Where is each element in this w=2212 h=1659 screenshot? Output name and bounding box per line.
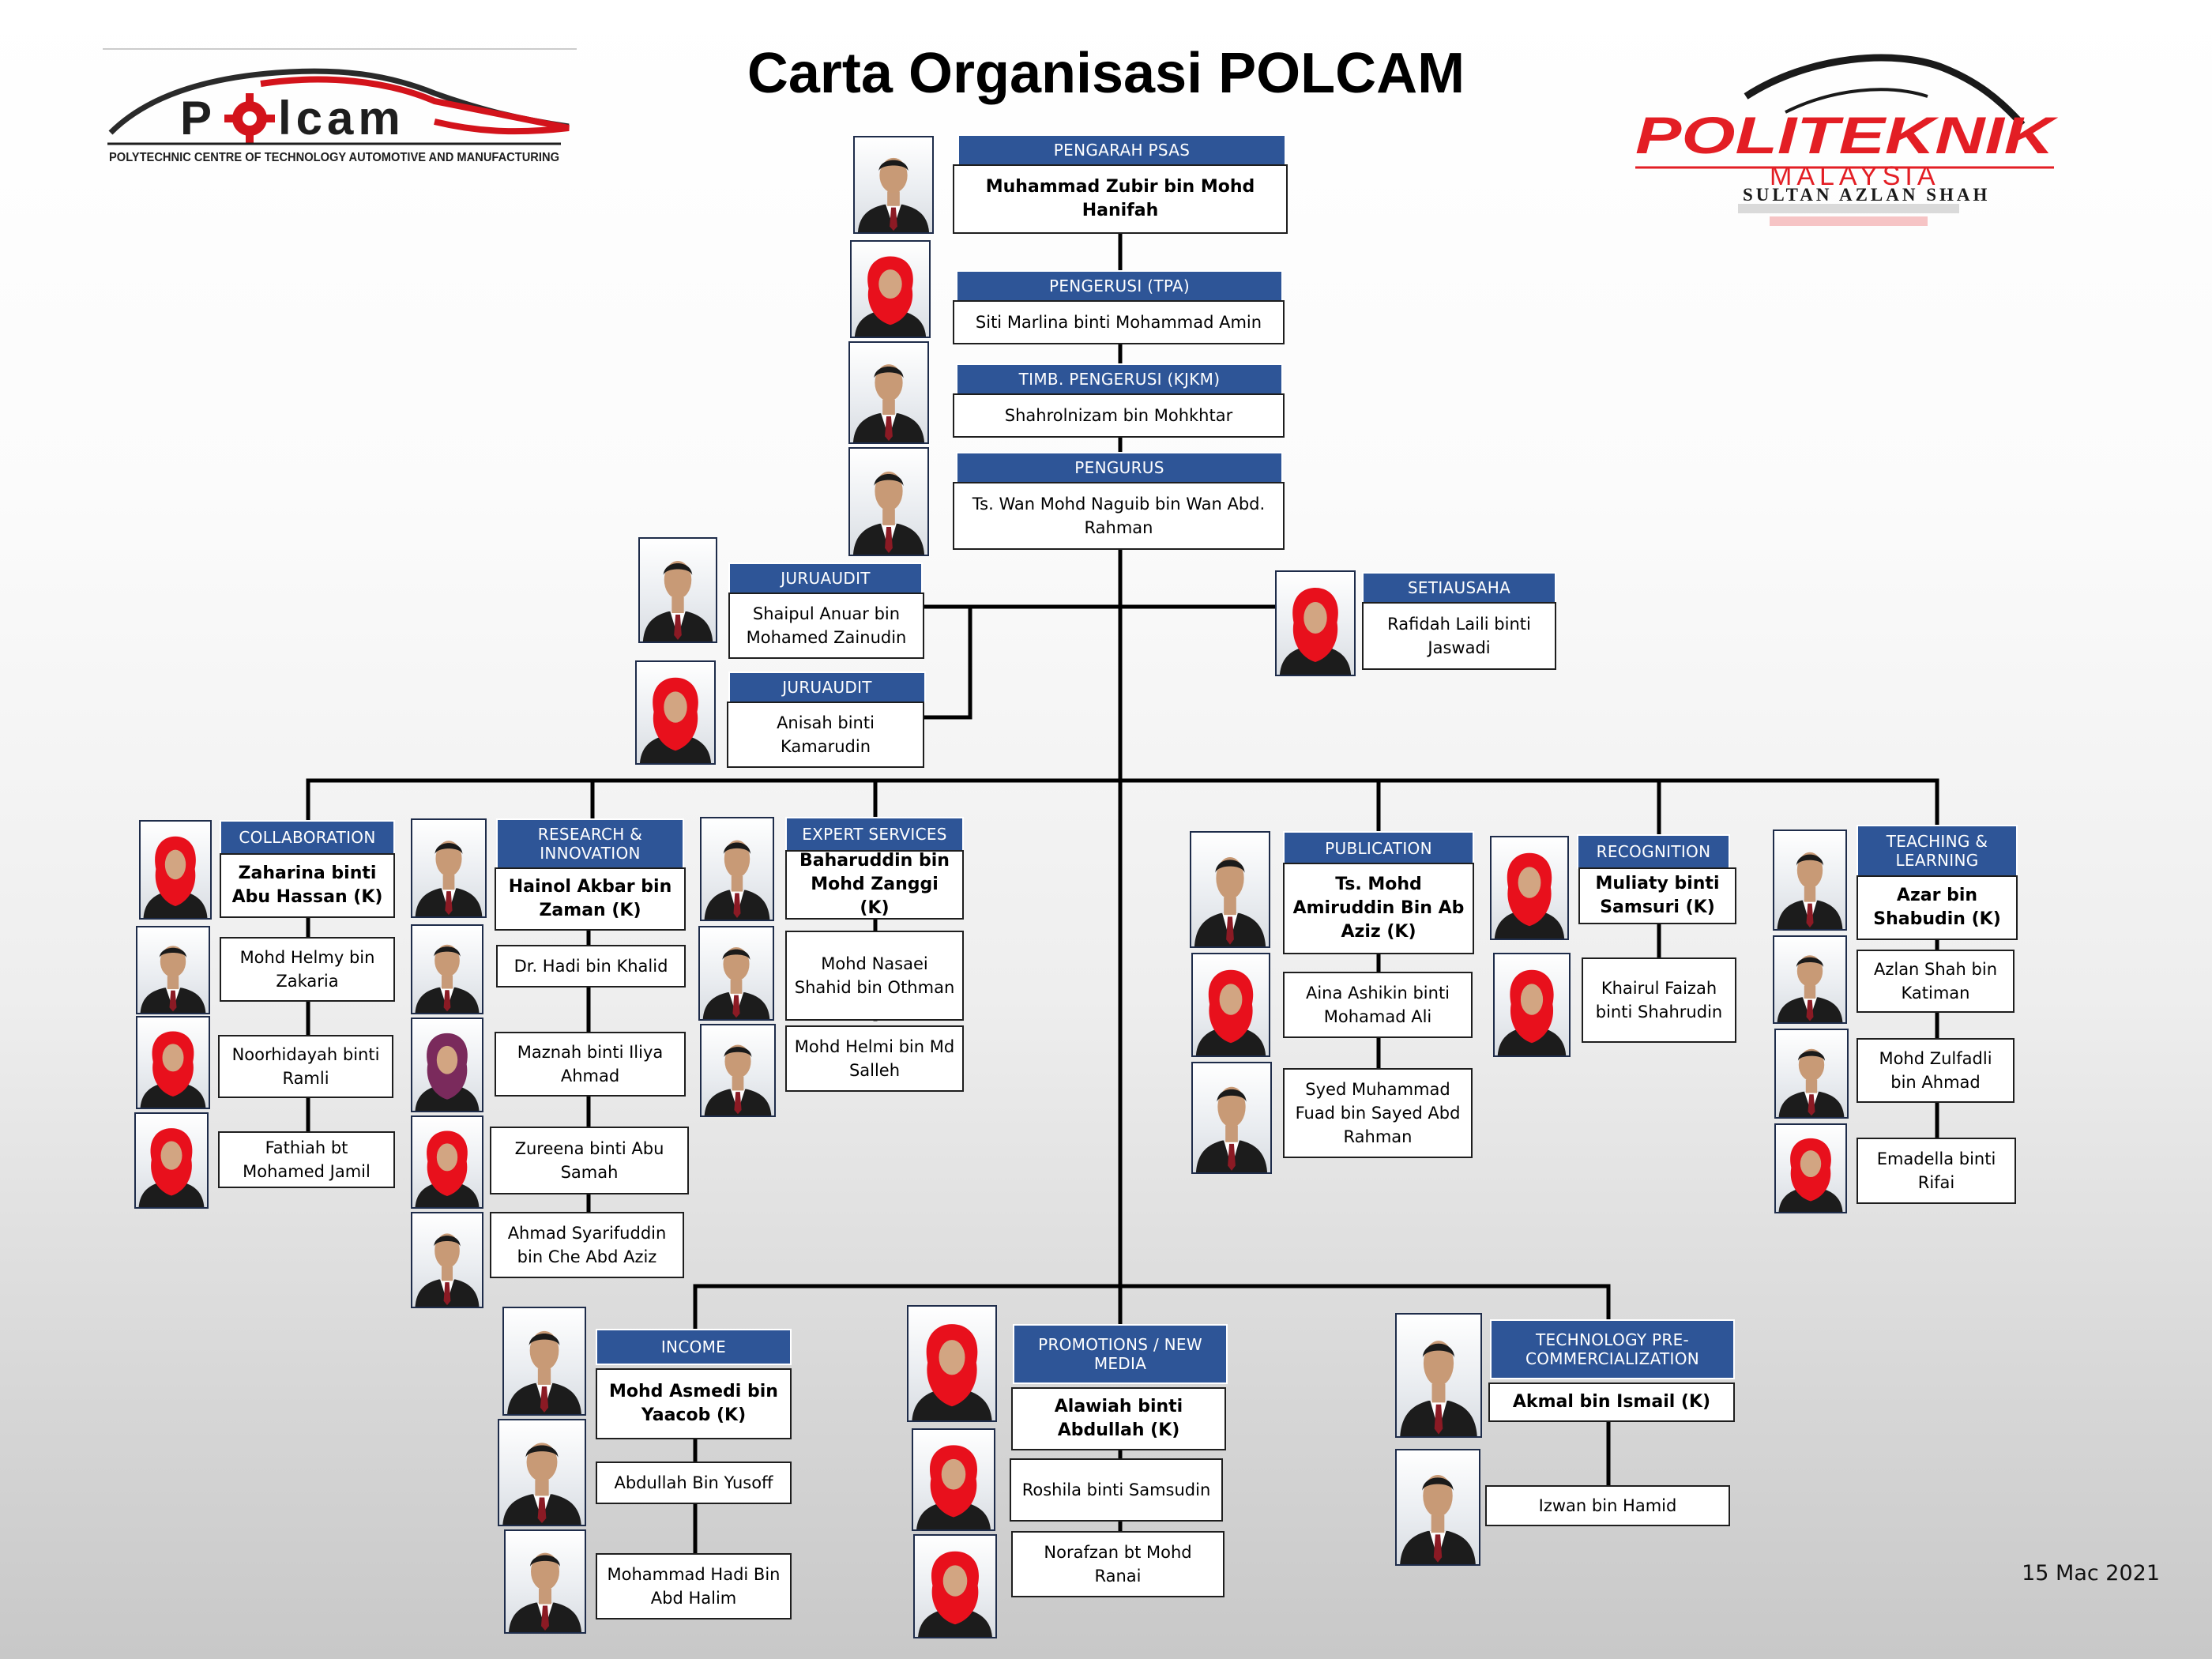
photo-expert-head — [700, 817, 774, 921]
photo-teaching-1 — [1773, 935, 1847, 1024]
photo-pengerusi — [850, 240, 931, 338]
role-pengurus: PENGURUS — [956, 452, 1283, 483]
photo-expert-2 — [700, 1024, 776, 1117]
photo-income-1 — [498, 1419, 586, 1526]
polcam-logo: P lcam POLYTECHNIC CENTRE OF TECHNOLOGY … — [103, 46, 577, 172]
name-income-2: Mohammad Hadi Bin Abd Halim — [596, 1553, 792, 1620]
photo-publication-head — [1190, 831, 1270, 948]
photo-income-2 — [504, 1529, 586, 1634]
name-expert-head: Baharuddin bin Mohd Zanggi (K) — [785, 850, 964, 920]
name-techpre-1: Izwan bin Hamid — [1485, 1485, 1730, 1526]
politeknik-reflection — [1738, 204, 1959, 226]
photo-research-2 — [411, 1018, 483, 1112]
photo-teaching-3 — [1774, 1123, 1847, 1213]
photo-techpre-1 — [1395, 1449, 1480, 1566]
name-publication-2: Syed Muhammad Fuad bin Sayed Abd Rahman — [1283, 1068, 1473, 1158]
name-promotions-2: Norafzan bt Mohd Ranai — [1011, 1531, 1224, 1597]
chart-date: 15 Mac 2021 — [2022, 1561, 2160, 1586]
name-research-head: Hainol Akbar bin Zaman (K) — [495, 867, 686, 931]
photo-publication-2 — [1191, 1062, 1272, 1174]
photo-juruaudit-2 — [635, 660, 716, 765]
name-research-1: Dr. Hadi bin Khalid — [496, 945, 686, 988]
role-timb: TIMB. PENGERUSI (KJKM) — [956, 363, 1283, 395]
name-recognition-head: Muliaty binti Samsuri (K) — [1578, 867, 1736, 924]
name-research-2: Maznah binti Iliya Ahmad — [495, 1032, 686, 1097]
role-expert: EXPERT SERVICES — [785, 817, 964, 852]
name-research-4: Ahmad Syarifuddin bin Che Abd Aziz — [490, 1212, 684, 1278]
politeknik-campus: SULTAN AZLAN SHAH — [1743, 185, 1990, 205]
name-publication-1: Aina Ashikin binti Mohamad Ali — [1283, 972, 1473, 1038]
name-collaboration-2: Noorhidayah binti Ramli — [218, 1035, 393, 1098]
photo-teaching-2 — [1774, 1029, 1849, 1119]
photo-collaboration-head — [139, 820, 212, 920]
name-timb: Shahrolnizam bin Mohkhtar — [953, 393, 1285, 438]
name-collaboration-1: Mohd Helmy bin Zakaria — [220, 937, 395, 1002]
photo-collaboration-2 — [136, 1016, 210, 1109]
politeknik-logo: POLITEKNIK MALAYSIA SULTAN AZLAN SHAH — [1627, 49, 2070, 246]
photo-promotions-head — [907, 1305, 997, 1422]
name-teaching-2: Mohd Zulfadli bin Ahmad — [1856, 1038, 2014, 1103]
photo-research-4 — [411, 1212, 483, 1308]
name-teaching-3: Emadella binti Rifai — [1856, 1138, 2016, 1204]
photo-setiausaha — [1275, 570, 1356, 676]
name-research-3: Zureena binti Abu Samah — [490, 1127, 689, 1194]
photo-recognition-1 — [1493, 953, 1571, 1057]
role-juruaudit-2: JURUAUDIT — [728, 672, 926, 703]
name-income-1: Abdullah Bin Yusoff — [596, 1462, 792, 1504]
photo-income-head — [502, 1307, 586, 1416]
name-expert-1: Mohd Nasaei Shahid bin Othman — [785, 931, 964, 1021]
name-collaboration-head: Zaharina binti Abu Hassan (K) — [220, 853, 395, 918]
role-juruaudit-1: JURUAUDIT — [728, 562, 923, 594]
role-recognition: RECOGNITION — [1577, 834, 1730, 869]
name-expert-2: Mohd Helmi bin Md Salleh — [785, 1025, 964, 1092]
photo-expert-1 — [698, 926, 774, 1021]
role-research: RESEARCH & INNOVATION — [496, 818, 684, 869]
name-promotions-1: Roshila binti Samsudin — [1010, 1458, 1223, 1522]
page-title: Carta Organisasi POLCAM — [747, 42, 1465, 105]
role-pengerusi: PENGERUSI (TPA) — [956, 270, 1283, 302]
name-setiausaha: Rafidah Laili binti Jaswadi — [1362, 602, 1556, 670]
name-juruaudit-1: Shaipul Anuar bin Mohamed Zainudin — [728, 592, 924, 659]
politeknik-country: MALAYSIA — [1770, 161, 1940, 191]
name-teaching-head: Azar bin Shabudin (K) — [1856, 875, 2018, 940]
photo-research-head — [411, 818, 487, 918]
role-setiausaha: SETIAUSAHA — [1362, 572, 1556, 604]
role-promotions: PROMOTIONS / NEW MEDIA — [1013, 1324, 1228, 1384]
photo-publication-1 — [1191, 953, 1270, 1057]
polcam-logo-p: P — [180, 92, 215, 145]
role-teaching: TEACHING & LEARNING — [1856, 825, 2018, 877]
photo-pengarah — [853, 136, 934, 234]
name-income-head: Mohd Asmedi bin Yaacob (K) — [596, 1368, 792, 1439]
name-pengerusi: Siti Marlina binti Mohammad Amin — [953, 300, 1285, 344]
name-pengarah: Muhammad Zubir bin Mohd Hanifah — [953, 164, 1288, 234]
name-collaboration-3: Fathiah bt Mohamed Jamil — [218, 1131, 395, 1188]
role-pengarah: PENGARAH PSAS — [957, 134, 1286, 166]
name-pengurus: Ts. Wan Mohd Naguib bin Wan Abd. Rahman — [953, 482, 1285, 550]
photo-promotions-1 — [912, 1428, 995, 1531]
photo-pengurus — [848, 447, 929, 556]
politeknik-wordmark: POLITEKNIK — [1635, 106, 2059, 164]
role-techpre: TECHNOLOGY PRE-COMMERCIALIZATION — [1490, 1319, 1735, 1379]
photo-timb — [848, 341, 929, 444]
photo-teaching-head — [1773, 830, 1847, 931]
photo-recognition-head — [1490, 836, 1569, 940]
photo-research-3 — [411, 1115, 483, 1209]
role-collaboration: COLLABORATION — [220, 820, 395, 855]
name-publication-head: Ts. Mohd Amiruddin Bin Ab Aziz (K) — [1283, 863, 1474, 954]
name-recognition-1: Khairul Faizah binti Shahrudin — [1582, 957, 1736, 1043]
role-income: INCOME — [596, 1329, 792, 1365]
name-teaching-1: Azlan Shah bin Katiman — [1856, 950, 2014, 1013]
role-publication: PUBLICATION — [1283, 831, 1474, 866]
photo-research-1 — [411, 924, 483, 1014]
name-juruaudit-2: Anisah binti Kamarudin — [727, 702, 924, 768]
photo-collaboration-1 — [136, 926, 210, 1014]
polcam-logo-wordmark: lcam — [278, 92, 405, 145]
polcam-logo-subtitle: POLYTECHNIC CENTRE OF TECHNOLOGY AUTOMOT… — [109, 151, 559, 164]
photo-techpre-head — [1395, 1313, 1482, 1438]
photo-promotions-2 — [913, 1534, 997, 1638]
photo-collaboration-3 — [134, 1112, 209, 1209]
name-promotions-head: Alawiah binti Abdullah (K) — [1011, 1387, 1226, 1450]
name-techpre-head: Akmal bin Ismail (K) — [1488, 1382, 1735, 1422]
photo-juruaudit-1 — [638, 537, 717, 643]
